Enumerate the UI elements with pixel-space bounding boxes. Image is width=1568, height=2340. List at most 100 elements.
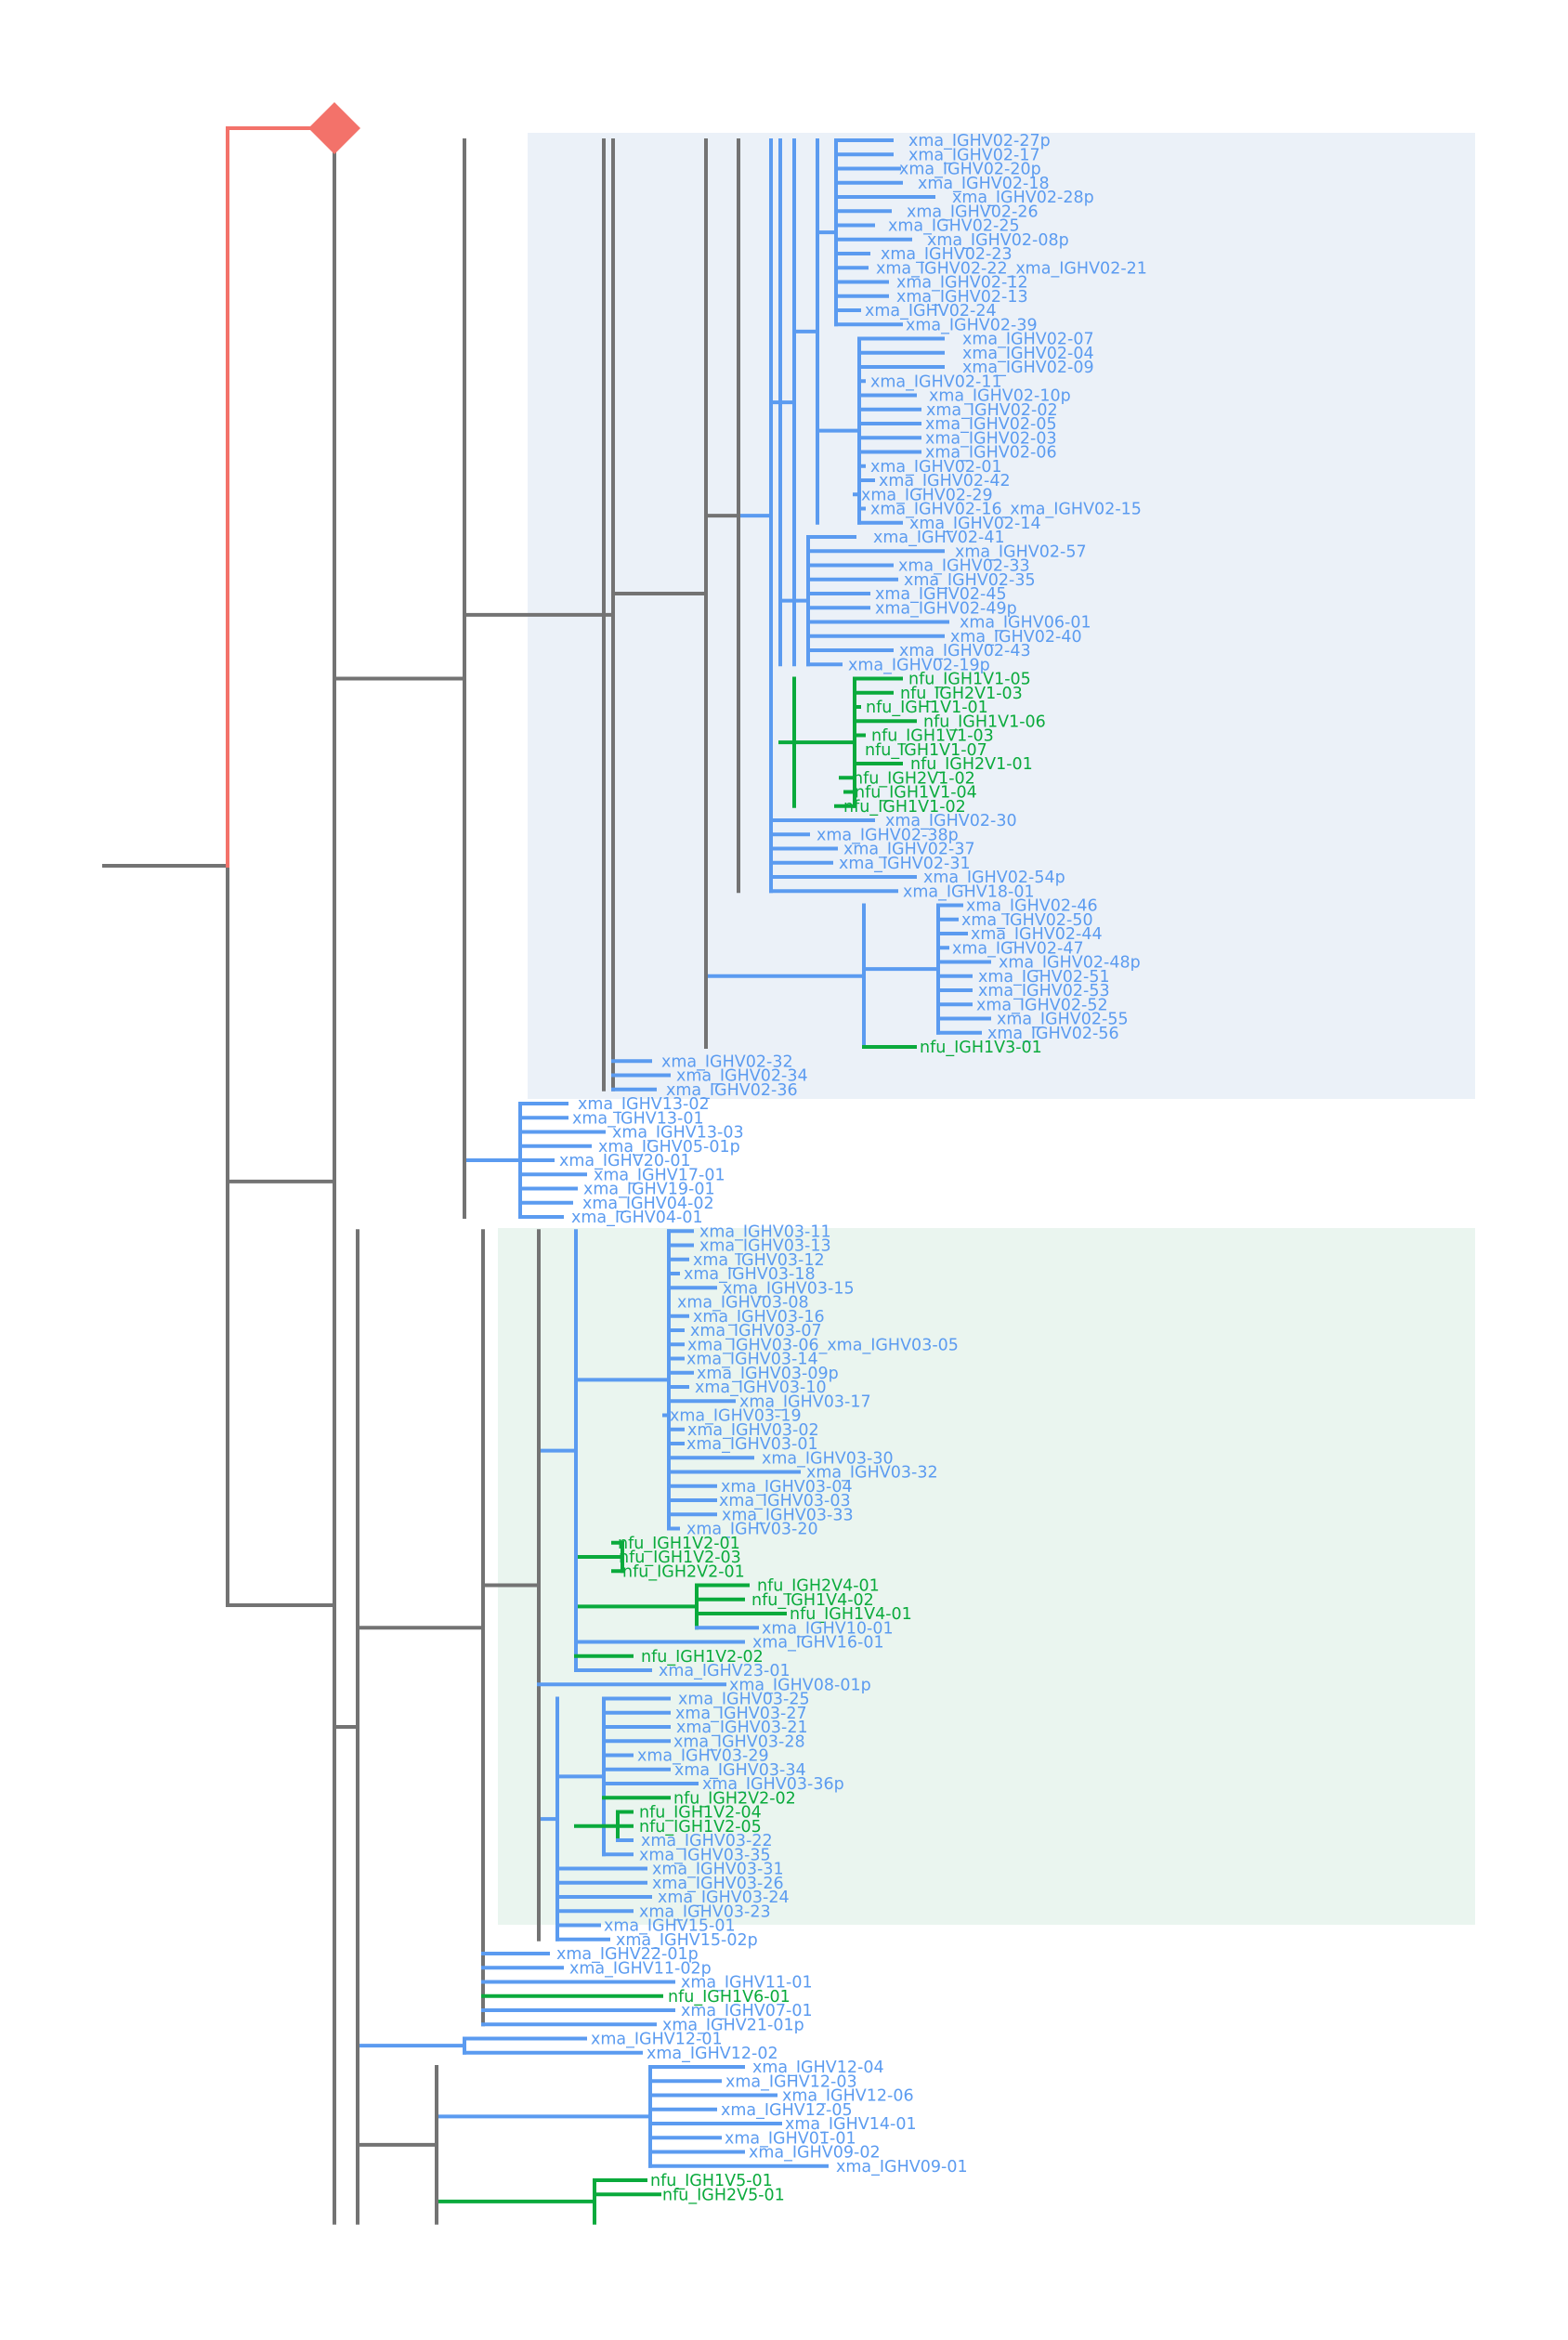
leaf-label: xma_IGHV04-02 — [582, 1195, 714, 1213]
leaf-label: xma_IGHV02-52 — [976, 996, 1108, 1014]
leaf-label: xma_IGHV02-10p — [929, 387, 1071, 406]
leaf-label: xma_IGHV18-01 — [903, 882, 1035, 901]
leaf-label: xma_IGHV03-06_xma_IGHV03-05 — [687, 1336, 959, 1354]
leaf-label: xma_IGHV02-56 — [987, 1025, 1119, 1043]
leaf-label: xma_IGHV02-32 — [661, 1052, 793, 1071]
leaf-label: nfu_IGH1V1-02 — [843, 798, 966, 817]
leaf-label: xma_IGHV02-07 — [962, 331, 1094, 349]
leaf-label: xma_IGHV02-36 — [666, 1081, 798, 1100]
leaf-label: xma_IGHV03-01 — [686, 1435, 818, 1454]
leaf-label: xma_IGHV02-03 — [925, 429, 1057, 448]
leaf-label: xma_IGHV16-01 — [752, 1634, 884, 1653]
leaf-label: xma_IGHV02-28p — [952, 189, 1094, 207]
leaf-label: xma_IGHV03-17 — [739, 1392, 871, 1411]
leaf-label: xma_IGHV13-02 — [578, 1095, 710, 1114]
leaf-label: xma_IGHV03-09p — [697, 1365, 839, 1383]
leaf-label: nfu_IGH1V2-04 — [639, 1804, 762, 1823]
leaf-label: xma_IGHV12-01 — [591, 2031, 723, 2049]
leaf-label: xma_IGHV02-34 — [676, 1067, 808, 1086]
leaf-label: xma_IGHV03-14 — [686, 1351, 818, 1369]
leaf-label: xma_IGHV02-53 — [978, 982, 1110, 1000]
leaf-labels: xma_IGHV02-27pxma_IGHV02-17xma_IGHV02-20… — [556, 132, 1147, 2204]
leaf-label: xma_IGHV04-01 — [571, 1209, 703, 1227]
leaf-label: nfu_IGH1V4-02 — [751, 1591, 874, 1610]
leaf-label: xma_IGHV02-57 — [955, 543, 1087, 561]
leaf-label: xma_IGHV02-50 — [961, 911, 1093, 930]
leaf-label: xma_IGHV03-02 — [687, 1421, 819, 1440]
leaf-label: xma_IGHV02-35 — [904, 571, 1036, 590]
leaf-label: xma_IGHV02-31 — [839, 855, 971, 873]
leaf-label: nfu_IGH2V2-01 — [622, 1562, 745, 1581]
leaf-label: nfu_IGH1V1-06 — [923, 712, 1046, 731]
leaf-label: nfu_IGH1V2-05 — [639, 1818, 762, 1837]
leaf-label: xma_IGHV02-46 — [966, 897, 1098, 916]
leaf-label: nfu_IGH2V1-03 — [900, 685, 1023, 703]
leaf-label: xma_IGHV02-54p — [923, 869, 1065, 887]
leaf-label: xma_IGHV09-02 — [749, 2144, 881, 2163]
leaf-label: nfu_IGH1V1-01 — [866, 699, 988, 717]
leaf-label: xma_IGHV02-49p — [875, 599, 1017, 618]
leaf-label: nfu_IGH1V2-03 — [619, 1549, 741, 1567]
leaf-label: xma_IGHV08-01p — [729, 1676, 871, 1694]
leaf-label: xma_IGHV13-03 — [612, 1124, 744, 1143]
outgroup-branch — [226, 102, 360, 868]
leaf-label: xma_IGHV01-01 — [725, 2129, 856, 2148]
leaf-label: xma_IGHV02-02 — [926, 401, 1058, 420]
leaf-label: xma_IGHV11-01 — [681, 1974, 813, 1993]
leaf-label: xma_IGHV02-55 — [997, 1011, 1129, 1029]
outgroup-diamond-icon — [308, 102, 360, 154]
leaf-label: xma_IGHV02-44 — [971, 925, 1103, 944]
leaf-label: nfu_IGH2V5-01 — [662, 2186, 785, 2204]
leaf-label: xma_IGHV03-03 — [719, 1492, 851, 1510]
leaf-label: xma_IGHV03-33 — [722, 1506, 854, 1524]
leaf-label: xma_IGHV13-01 — [572, 1109, 704, 1128]
leaf-label: xma_IGHV03-32 — [806, 1464, 938, 1483]
leaf-label: xma_IGHV03-26 — [652, 1875, 784, 1893]
leaf-label: xma_IGHV02-48p — [999, 954, 1141, 973]
leaf-label: xma_IGHV03-08 — [677, 1294, 809, 1313]
leaf-label: xma_IGHV03-30 — [762, 1449, 894, 1468]
leaf-label: xma_IGHV03-22 — [641, 1832, 773, 1850]
leaf-label: xma_IGHV03-23 — [639, 1902, 771, 1921]
leaf-label: nfu_IGH1V1-05 — [908, 671, 1031, 689]
leaf-label: xma_IGHV21-01p — [662, 2016, 804, 2034]
leaf-label: xma_IGHV03-18 — [684, 1265, 816, 1284]
leaf-label: xma_IGHV17-01 — [594, 1166, 725, 1184]
leaf-label: xma_IGHV02-51 — [978, 968, 1110, 987]
leaf-label: xma_IGHV03-12 — [693, 1251, 825, 1270]
leaf-label: xma_IGHV23-01 — [659, 1662, 791, 1680]
leaf-label: xma_IGHV03-31 — [652, 1861, 784, 1879]
leaf-label: xma_IGHV03-07 — [690, 1322, 822, 1340]
leaf-label: xma_IGHV02-14 — [909, 515, 1041, 533]
leaf-label: xma_IGHV02-12 — [896, 274, 1028, 293]
leaf-label: xma_IGHV10-01 — [762, 1619, 894, 1638]
leaf-label: xma_IGHV05-01p — [598, 1138, 740, 1157]
leaf-label: xma_IGHV09-01 — [836, 2158, 968, 2177]
leaf-label: xma_IGHV02-16_xma_IGHV02-15 — [870, 501, 1142, 519]
leaf-label: xma_IGHV02-24 — [865, 302, 997, 320]
leaf-label: nfu_IGH1V2-01 — [618, 1535, 740, 1553]
leaf-label: nfu_IGH1V3-01 — [920, 1039, 1042, 1057]
leaf-label: xma_IGHV06-01 — [960, 614, 1091, 633]
leaf-label: xma_IGHV14-01 — [785, 2115, 917, 2134]
leaf-label: xma_IGHV20-01 — [559, 1152, 691, 1170]
leaf-label: xma_IGHV02-01 — [870, 458, 1002, 477]
leaf-label: nfu_IGH2V4-01 — [757, 1577, 880, 1596]
leaf-label: xma_IGHV03-04 — [721, 1478, 853, 1497]
leaf-label: xma_IGHV02-43 — [899, 642, 1031, 660]
leaf-label: xma_IGHV02-45 — [875, 585, 1007, 604]
leaf-label: xma_IGHV12-03 — [725, 2072, 857, 2091]
tree-branches — [102, 138, 991, 2225]
leaf-label: xma_IGHV12-04 — [752, 2059, 884, 2077]
leaf-label: xma_IGHV02-04 — [962, 345, 1094, 363]
leaf-label: xma_IGHV03-15 — [723, 1279, 855, 1298]
leaf-label: xma_IGHV02-23 — [881, 245, 1013, 264]
leaf-label: xma_IGHV02-42 — [879, 472, 1011, 490]
leaf-label: xma_IGHV02-22_xma_IGHV02-21 — [876, 259, 1147, 278]
leaf-label: xma_IGHV02-13 — [896, 288, 1028, 307]
leaf-label: nfu_IGH2V1-02 — [853, 769, 975, 788]
leaf-label: xma_IGHV03-36p — [702, 1775, 844, 1794]
leaf-label: xma_IGHV02-27p — [908, 132, 1051, 150]
upper-clade-highlight — [528, 133, 1475, 1099]
